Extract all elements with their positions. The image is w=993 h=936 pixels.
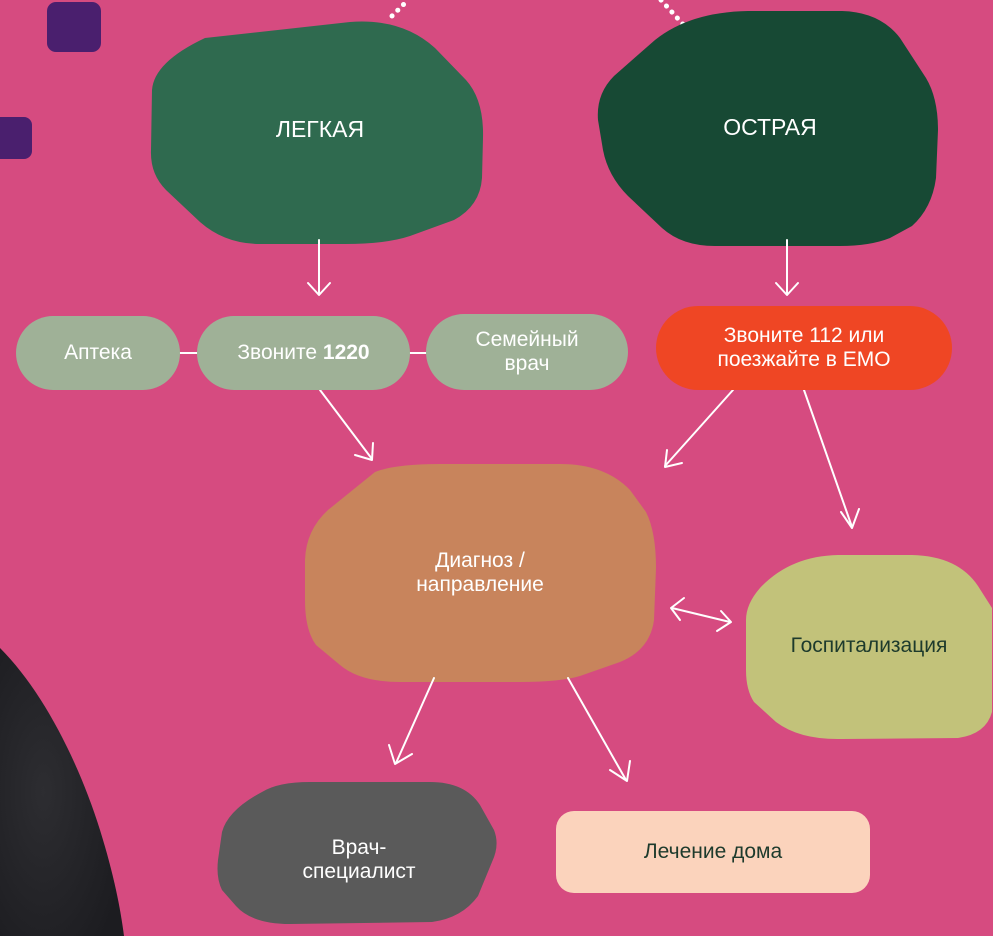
dotted-connector-left bbox=[389, 0, 411, 19]
home-treatment-node: Лечение дома bbox=[556, 811, 870, 893]
acute-blob bbox=[597, 11, 938, 246]
decor-square-top bbox=[47, 2, 101, 52]
family-doctor-node: Семейный врач bbox=[426, 314, 628, 390]
mild-label: ЛЕГКАЯ bbox=[275, 116, 365, 143]
arrow-1220-to-diagnosis bbox=[319, 389, 374, 461]
arrow-mild-down bbox=[307, 239, 331, 296]
pharmacy-node: Аптека bbox=[16, 316, 180, 390]
decor-dark-blob bbox=[0, 648, 124, 936]
arrow-emergency-to-diagnosis bbox=[664, 389, 734, 468]
arrow-diagnosis-to-specialist bbox=[388, 677, 435, 765]
diagnosis-label: Диагноз / направление bbox=[416, 549, 544, 596]
specialist-blob bbox=[217, 782, 497, 924]
decor-square-left bbox=[0, 117, 32, 159]
arrow-diagnosis-hospital-bidirectional bbox=[670, 597, 732, 632]
call-1220-number: 1220 bbox=[322, 341, 370, 365]
arrow-diagnosis-to-home bbox=[567, 677, 631, 782]
call-1220-node: Звоните 1220 bbox=[197, 316, 410, 390]
diagnosis-blob bbox=[305, 464, 656, 682]
call-1220-prefix: Звоните bbox=[237, 341, 323, 365]
acute-label: ОСТРАЯ bbox=[723, 114, 817, 141]
hospitalization-blob bbox=[746, 555, 992, 740]
arrow-acute-down bbox=[775, 239, 799, 296]
specialist-label: Врач- специалист bbox=[302, 836, 416, 883]
hospitalization-label: Госпитализация bbox=[790, 634, 948, 658]
arrow-emergency-to-hospital bbox=[803, 389, 860, 529]
emergency-node: Звоните 112 или поезжайте в ЕМО bbox=[656, 306, 952, 390]
mild-blob bbox=[150, 21, 484, 244]
dotted-connector-right bbox=[658, 0, 693, 35]
